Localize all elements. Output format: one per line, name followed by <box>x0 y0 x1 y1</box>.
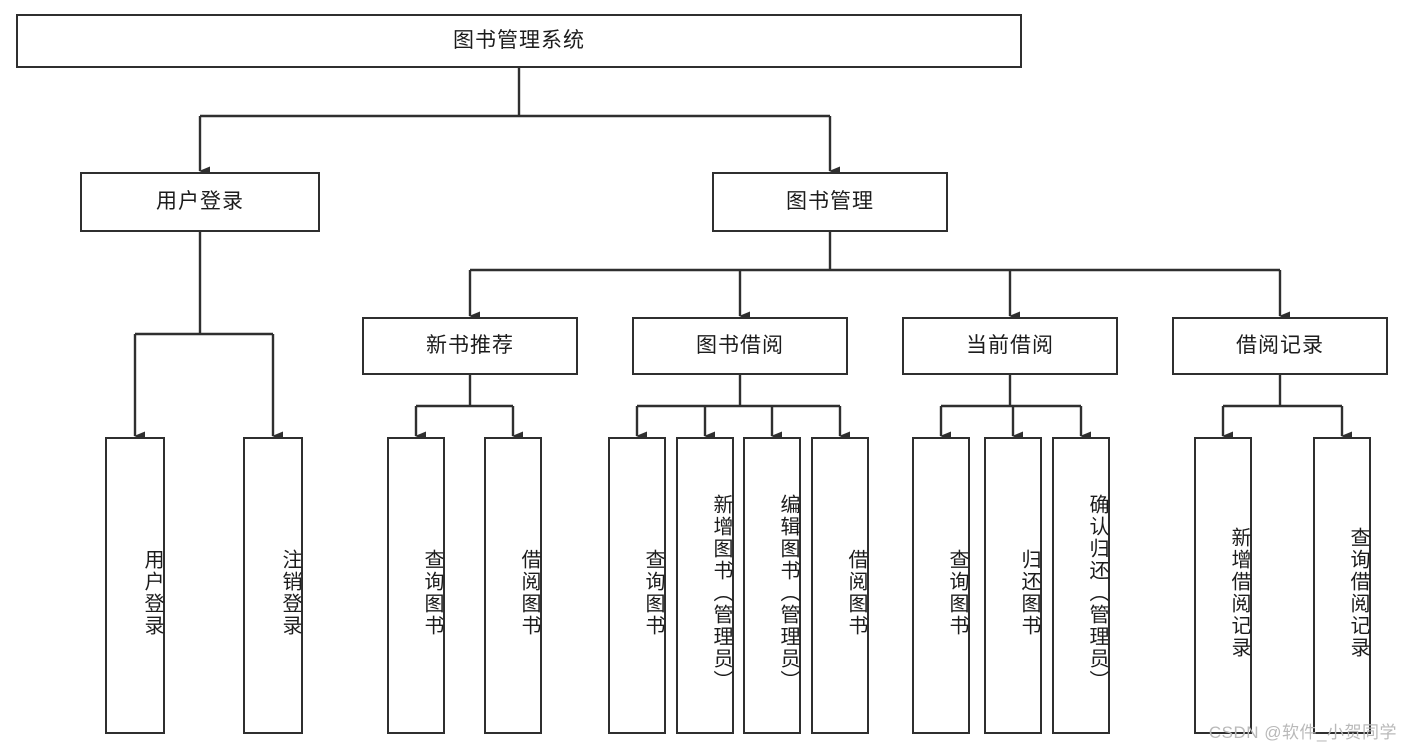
node-label: 借阅图书 <box>518 548 540 637</box>
node-book-borrow[interactable]: 图书借阅 <box>632 317 848 375</box>
node-leaf-confirm-return[interactable]: 确认归还（管理员） <box>1052 437 1110 734</box>
node-leaf-add-borrow-record[interactable]: 新增借阅记录 <box>1194 437 1252 734</box>
node-label: 图书借阅 <box>696 334 784 358</box>
node-label: 查询借阅记录 <box>1347 526 1369 659</box>
node-leaf-query-book-rec[interactable]: 查询图书 <box>387 437 445 734</box>
watermark-credit: CSDN @软件_小贺同学 <box>1208 723 1397 742</box>
node-label: 图书管理 <box>786 190 874 214</box>
node-label: 确认归还（管理员） <box>1086 493 1108 692</box>
node-label: 查询图书 <box>642 548 664 637</box>
node-new-book-recommend[interactable]: 新书推荐 <box>362 317 578 375</box>
node-leaf-return-book[interactable]: 归还图书 <box>984 437 1042 734</box>
node-label: 查询图书 <box>421 548 443 637</box>
node-book-manage[interactable]: 图书管理 <box>712 172 948 232</box>
node-label: 图书管理系统 <box>453 29 585 53</box>
node-label: 新增图书（管理员） <box>710 493 732 692</box>
node-root[interactable]: 图书管理系统 <box>16 14 1022 68</box>
node-label: 用户登录 <box>141 548 163 637</box>
node-leaf-edit-book[interactable]: 编辑图书（管理员） <box>743 437 801 734</box>
node-label: 借阅记录 <box>1236 334 1324 358</box>
node-label: 用户登录 <box>156 190 244 214</box>
node-label: 当前借阅 <box>966 334 1054 358</box>
node-user-login[interactable]: 用户登录 <box>80 172 320 232</box>
node-label: 编辑图书（管理员） <box>777 493 799 692</box>
node-leaf-query-book-borrow[interactable]: 查询图书 <box>608 437 666 734</box>
node-label: 新书推荐 <box>426 334 514 358</box>
node-leaf-borrow-book-rec[interactable]: 借阅图书 <box>484 437 542 734</box>
node-leaf-query-borrow-record[interactable]: 查询借阅记录 <box>1313 437 1371 734</box>
node-label: 归还图书 <box>1018 548 1040 637</box>
node-label: 新增借阅记录 <box>1228 526 1250 659</box>
node-leaf-logout[interactable]: 注销登录 <box>243 437 303 734</box>
node-borrow-record[interactable]: 借阅记录 <box>1172 317 1388 375</box>
node-current-borrow[interactable]: 当前借阅 <box>902 317 1118 375</box>
node-label: 查询图书 <box>946 548 968 637</box>
node-label: 注销登录 <box>279 548 301 637</box>
node-leaf-user-login[interactable]: 用户登录 <box>105 437 165 734</box>
node-leaf-add-book[interactable]: 新增图书（管理员） <box>676 437 734 734</box>
node-leaf-query-book-current[interactable]: 查询图书 <box>912 437 970 734</box>
node-leaf-borrow-book[interactable]: 借阅图书 <box>811 437 869 734</box>
node-label: 借阅图书 <box>845 548 867 637</box>
edge-group <box>133 68 1352 441</box>
